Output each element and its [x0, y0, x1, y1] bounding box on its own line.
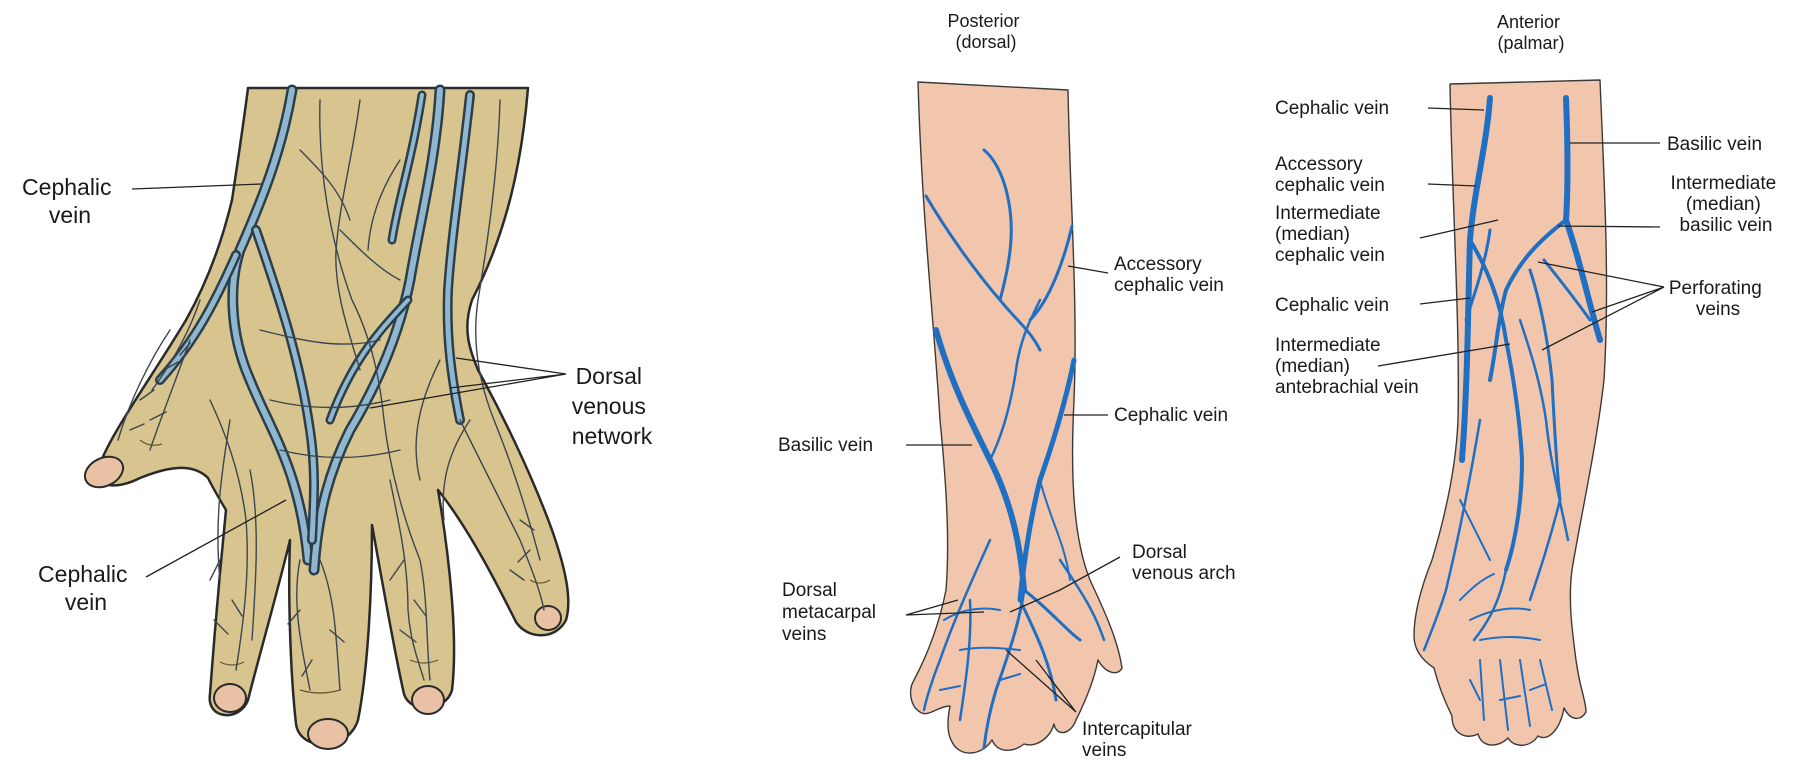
little-nail: [535, 606, 561, 630]
label-post-dorsal-venous-arch: Dorsal venous arch: [1132, 542, 1236, 584]
anterior-arm-illustration: Anterior (palmar): [1414, 12, 1607, 745]
label-post-accessory-cephalic: Accessory cephalic vein: [1114, 254, 1224, 296]
label-post-basilic: Basilic vein: [778, 435, 873, 456]
label-post-dorsal-metacarpal: Dorsal metacarpal veins: [782, 580, 881, 645]
dorsal-hand-illustration: [80, 88, 568, 749]
label-ant-intermediate-basilic: Intermediate (median) basilic vein: [1671, 173, 1782, 236]
label-ant-perforating: Perforating veins: [1669, 278, 1767, 320]
anterior-title: Anterior (palmar): [1497, 12, 1565, 53]
posterior-title: Posterior (dorsal): [947, 11, 1024, 52]
middle-nail: [308, 719, 348, 749]
label-ant-accessory-cephalic: Accessory cephalic vein: [1275, 154, 1385, 196]
label-ant-basilic: Basilic vein: [1667, 134, 1762, 155]
anterior-arm-silhouette: [1414, 80, 1607, 745]
label-post-cephalic: Cephalic vein: [1114, 405, 1228, 426]
posterior-arm-illustration: Posterior (dorsal): [911, 11, 1122, 753]
label-hand-dorsal-network: Dorsal venous network: [572, 363, 653, 449]
index-nail: [214, 684, 246, 712]
label-ant-intermediate-antebrachial: Intermediate (median) antebrachial vein: [1275, 335, 1419, 398]
label-ant-cephalic-top: Cephalic vein: [1275, 98, 1389, 119]
ring-nail: [412, 686, 444, 714]
label-ant-intermediate-cephalic: Intermediate (median) cephalic vein: [1275, 203, 1386, 266]
label-hand-cephalic-bottom: Cephalic vein: [38, 561, 134, 615]
label-post-intercapitular: Intercapitular veins: [1082, 719, 1197, 759]
label-ant-cephalic-mid: Cephalic vein: [1275, 295, 1389, 316]
label-hand-cephalic-top: Cephalic vein: [22, 174, 118, 228]
